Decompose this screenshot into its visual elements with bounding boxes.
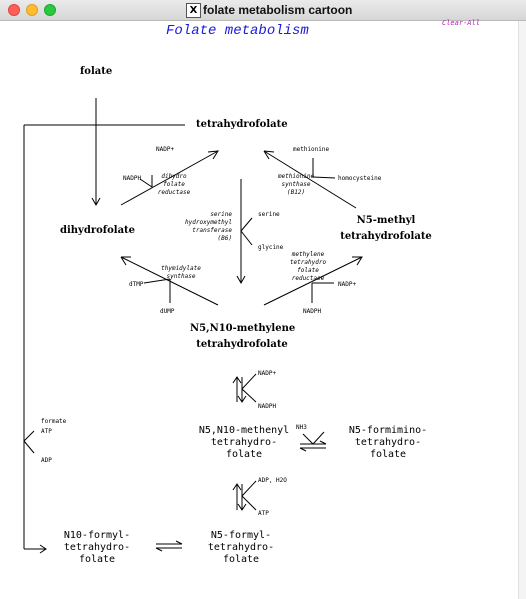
enzyme-ts[interactable]: thymidylate synthase: [146, 265, 216, 281]
enzyme-dhfr-line2: folate: [163, 181, 185, 188]
compound-n5-methyl[interactable]: N5-methyl tetrahydrofolate: [340, 213, 432, 245]
compound-n5-formyl-line2: tetrahydro-: [207, 542, 275, 553]
compound-thf[interactable]: tetrahydrofolate: [196, 119, 288, 130]
enzyme-ms-line2: synthase: [281, 181, 311, 188]
compound-dhf[interactable]: dihydrofolate: [60, 225, 136, 236]
compound-methylene-line2: tetrahydrofolate: [196, 339, 288, 350]
diagram-canvas: Folate metabolism Clear-All folate tetra…: [0, 19, 519, 599]
enzyme-mthfr-line1: methylene: [291, 251, 325, 258]
enzyme-shmt-line1: serine: [210, 211, 232, 218]
cofactor-step2-atp: ATP: [258, 510, 269, 517]
zoom-window-button[interactable]: [44, 4, 56, 16]
compound-folate[interactable]: folate: [80, 66, 113, 77]
compound-n5-methyl-line2: tetrahydrofolate: [340, 231, 432, 242]
met-synthase-line: [263, 150, 357, 209]
cofactor-nh3: NH3: [296, 424, 307, 431]
compound-methenyl-line1: N5,N10-methenyl: [198, 425, 290, 436]
enzyme-mthfr-line3: folate: [297, 267, 319, 274]
enzyme-met-synthase[interactable]: methionine synthase (B12): [256, 173, 336, 197]
cofactor-mthfr-nadph: NADPH: [303, 308, 322, 315]
window-title: folate metabolism cartoon: [203, 3, 353, 17]
x11-icon: X: [186, 3, 201, 18]
enzyme-mthfr-line2: tetrahydro: [289, 259, 327, 266]
cofactor-step2-adp-h2o: ADP, H2O: [258, 477, 287, 484]
enzyme-shmt-line4: (B6): [217, 235, 232, 242]
cofactor-formate: formate: [41, 418, 67, 425]
cofactor-step1-nadph: NADPH: [258, 403, 277, 410]
cofactor-glycine: glycine: [258, 244, 284, 251]
compound-n5-formyl-line3: folate: [222, 554, 260, 565]
compound-n10-formyl-line1: N10-formyl-: [63, 530, 131, 541]
enzyme-ts-line2: synthase: [166, 273, 196, 280]
compound-n10-formyl-line3: folate: [78, 554, 116, 565]
vertical-scrollbar[interactable]: [518, 21, 526, 599]
close-window-button[interactable]: [8, 4, 20, 16]
cofactor-serine: serine: [258, 211, 280, 218]
enzyme-ms-line3: (B12): [286, 189, 306, 196]
enzyme-shmt-line2: hydroxymethyl: [185, 219, 232, 226]
compound-n5-formyl[interactable]: N5-formyl- tetrahydro- folate: [196, 530, 286, 566]
compound-n10-formyl-line2: tetrahydro-: [63, 542, 131, 553]
compound-formimino-line3: folate: [369, 449, 407, 460]
compound-n5n10-methylene[interactable]: N5,N10-methylene tetrahydrofolate: [190, 321, 296, 353]
cofactor-formate-atp: ATP: [41, 428, 52, 435]
enzyme-ts-line1: thymidylate: [161, 265, 201, 272]
pathway-arrows: [23, 98, 363, 554]
cofactor-formate-adp: ADP: [41, 457, 52, 464]
cofactor-dtmp: dTMP: [129, 281, 144, 288]
enzyme-dhfr-line3: reductase: [157, 189, 191, 196]
enzyme-ms-line1: methionine: [277, 173, 315, 180]
arrowhead-dhf: [91, 197, 101, 207]
cofactor-homocysteine: homocysteine: [338, 175, 382, 182]
compound-n5-methyl-line1: N5-methyl: [356, 215, 416, 226]
enzyme-dhfr-line1: dihydro: [161, 173, 187, 180]
compound-methenyl-line3: folate: [225, 449, 263, 460]
compound-n10-formyl[interactable]: N10-formyl- tetrahydro- folate: [52, 530, 142, 566]
compound-methenyl-line2: tetrahydro-: [210, 437, 278, 448]
cofactor-mthfr-nadp: NADP+: [338, 281, 357, 288]
enzyme-shmt-line3: transferase: [192, 227, 232, 234]
enzyme-dhfr[interactable]: dihydro folate reductase: [144, 173, 204, 197]
cofactor-methionine: methionine: [293, 146, 330, 153]
cofactor-step1-nadp: NADP+: [258, 370, 277, 377]
compound-methylene-line1: N5,N10-methylene: [190, 323, 296, 334]
cofactor-dhfr-nadph: NADPH: [123, 175, 142, 182]
compound-formimino-line1: N5-formimino-: [348, 425, 428, 436]
mthfr-line: [263, 256, 363, 306]
enzyme-shmt[interactable]: serine hydroxymethyl transferase (B6): [170, 211, 232, 243]
compound-formimino-line2: tetrahydro-: [354, 437, 422, 448]
compound-n5-formimino[interactable]: N5-formimino- tetrahydro- folate: [340, 425, 436, 461]
diagram-title: Folate metabolism: [166, 23, 309, 39]
compound-n5n10-methenyl[interactable]: N5,N10-methenyl tetrahydro- folate: [196, 425, 292, 461]
enzyme-mthfr-line4: reductase: [291, 275, 325, 282]
enzyme-mthfr[interactable]: methylene tetrahydro folate reductase: [268, 251, 348, 283]
clear-all-button[interactable]: Clear-All: [442, 19, 480, 27]
cofactor-dump: dUMP: [160, 308, 175, 315]
title-bar: X folate metabolism cartoon: [0, 0, 526, 21]
minimize-window-button[interactable]: [26, 4, 38, 16]
cofactor-dhfr-nadp: NADP+: [156, 146, 175, 153]
dhfr-line: [120, 150, 219, 206]
compound-n5-formyl-line1: N5-formyl-: [210, 530, 272, 541]
